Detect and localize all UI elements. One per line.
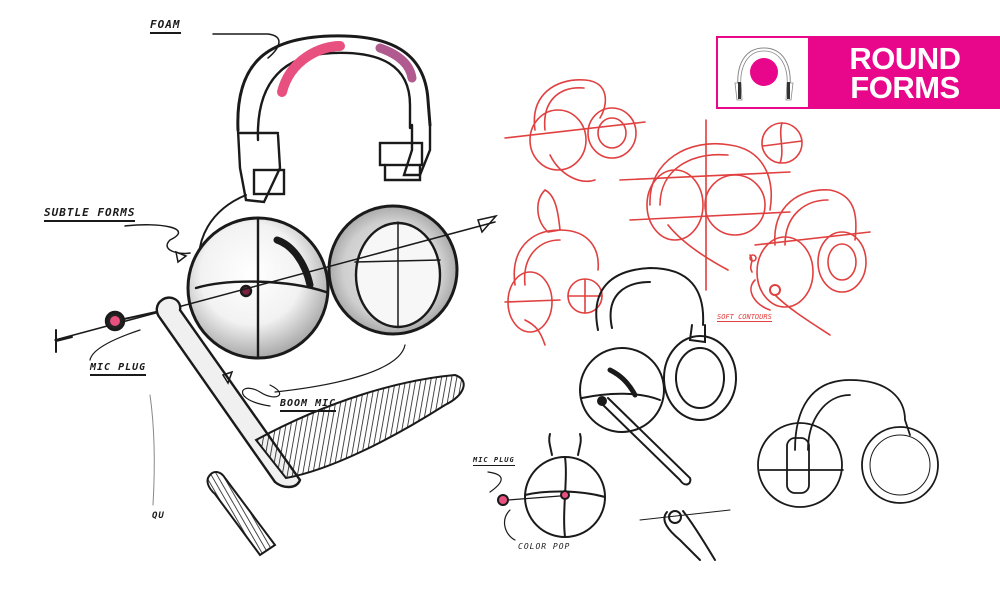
mic-plug-label: MIC PLUG	[90, 362, 147, 376]
mic-plug-detail-sketch	[487, 433, 731, 561]
main-headphone-sketch	[54, 33, 499, 557]
middle-headset-sketch	[579, 266, 737, 486]
foam-label: FOAM	[150, 18, 181, 34]
badge-text: ROUND FORMS	[810, 36, 1000, 109]
badge-icon-box	[716, 36, 810, 109]
round-forms-badge: ROUND FORMS	[716, 36, 1000, 109]
outline-headset-sketch	[757, 379, 939, 508]
red-headphone-sketches	[504, 79, 871, 346]
headphones-icon	[734, 47, 794, 101]
boom-mic-label: BOOM MIC	[280, 398, 337, 412]
sketch-mark: QU	[152, 511, 165, 521]
badge-line-2: FORMS	[850, 69, 960, 105]
color-pop-label: COLOR POP	[518, 542, 571, 551]
badge-line-1: ROUND	[849, 40, 961, 76]
subtle-forms-label: SUBTLE FORMS	[44, 206, 136, 222]
soft-contours-label: SOFT CONTOURS	[717, 313, 772, 322]
mic-plug-small-label: MIC PLUG	[473, 456, 515, 466]
